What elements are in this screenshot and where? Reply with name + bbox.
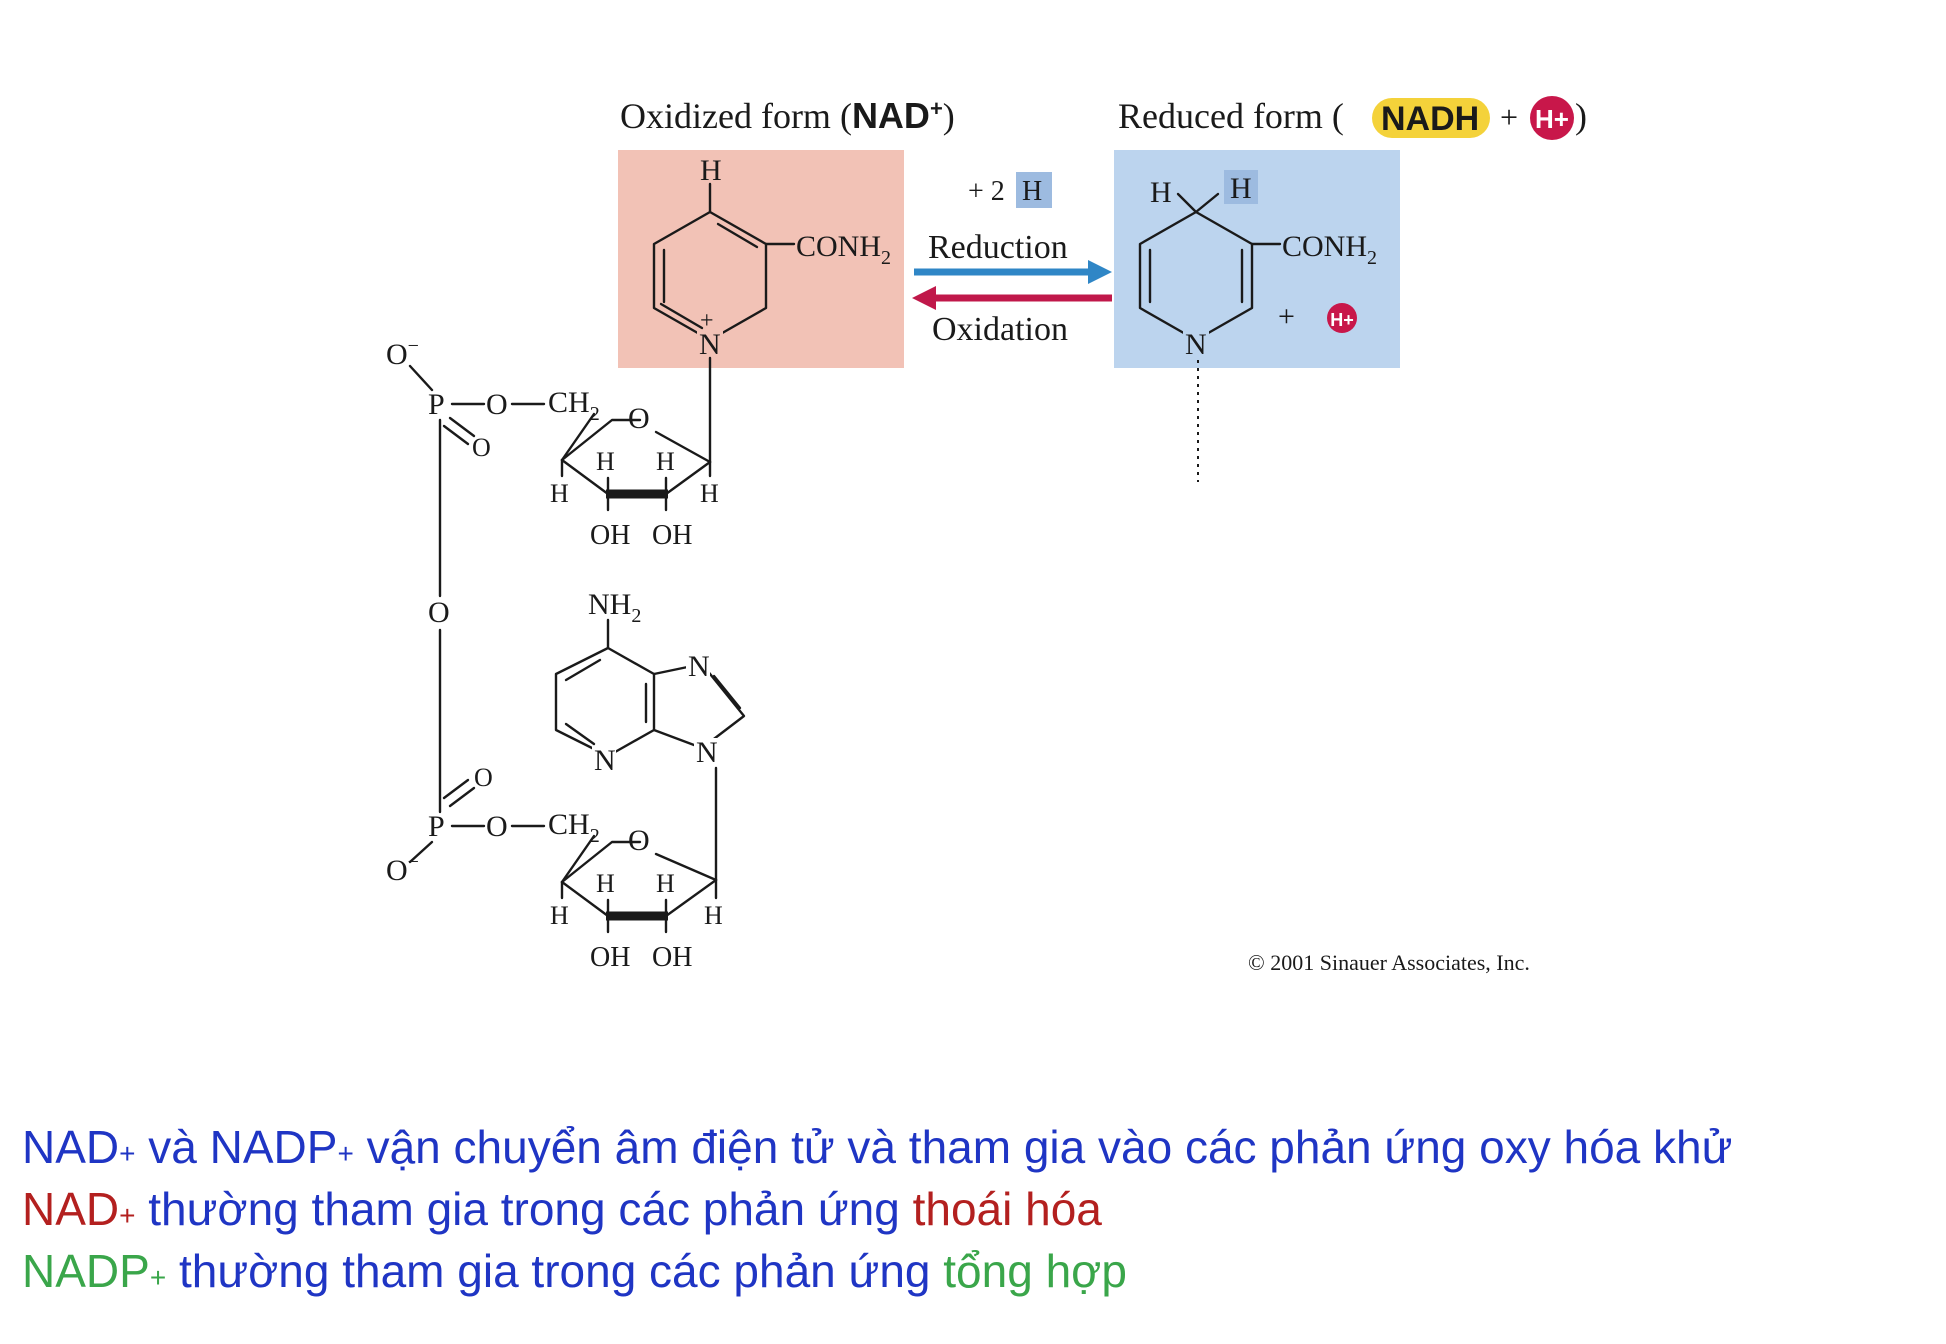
double-bond-oxygen-upper: O: [472, 433, 491, 462]
caption-catabolism: thoái hóa: [912, 1183, 1102, 1235]
atom-n-plus: N: [699, 328, 721, 361]
nadh-label: NADH: [1381, 100, 1479, 138]
reduced-header: Reduced form ( NADH + H+ ): [1118, 96, 1587, 140]
reduced-close: ): [1575, 96, 1587, 136]
hydrogen-add-label: + 2: [968, 176, 1005, 207]
ribose-lower: O H H H H OH OH CH2: [548, 808, 723, 973]
atom-h: H: [550, 901, 569, 930]
ch2-upper: CH2: [548, 386, 600, 425]
oxygen-minus-lower: O−: [386, 851, 419, 887]
ring-oxygen-lower: O: [628, 824, 650, 857]
nad-charge: +: [930, 96, 943, 121]
adenine-n9: N: [696, 736, 718, 769]
nadh-highlight: [1372, 98, 1490, 138]
atom-h: H: [700, 154, 722, 187]
atom-h-added: H: [1230, 172, 1252, 205]
adenine-n1: N: [594, 744, 616, 777]
nicotinamide-oxidized: H CONH2 N +: [652, 154, 891, 361]
hydroxyl-right: OH: [652, 520, 692, 551]
phosphorus-lower: P: [428, 810, 445, 843]
bridge-oxygen: O: [428, 596, 450, 629]
oxidized-title: Oxidized form (: [620, 96, 852, 136]
caption-nadp-plus: +: [337, 1138, 354, 1169]
atom-h: H: [656, 869, 675, 898]
atom-h: H: [596, 447, 615, 476]
proton-small-icon: [1327, 303, 1357, 333]
copyright-note: © 2001 Sinauer Associates, Inc.: [1248, 950, 1530, 975]
oxidation-label: Oxidation: [932, 311, 1068, 348]
oxidized-close: ): [943, 96, 955, 136]
nicotinamide-reduced: H H CONH2 N + H+: [1138, 170, 1377, 482]
conh2-label-reduced: CONH2: [1282, 230, 1377, 269]
caption-line-2-middle: thường tham gia trong các phản ứng: [135, 1183, 913, 1235]
caption-nad-plus: +: [119, 1138, 136, 1169]
caption-line-3-middle: thường tham gia trong các phản ứng: [166, 1245, 944, 1297]
hydroxyl-left-lower: OH: [590, 942, 630, 973]
double-bond-oxygen-lower: O: [474, 763, 493, 792]
nitrogen-charge: +: [700, 308, 714, 334]
atom-n-reduced: N: [1185, 328, 1207, 361]
caption-nad-red-plus: +: [119, 1200, 136, 1231]
h-highlight-ring: [1224, 170, 1258, 204]
hydroxyl-left: OH: [590, 520, 630, 551]
nad-label: NAD: [852, 95, 930, 136]
adenine-n7: N: [688, 650, 710, 683]
reduction-arrowhead: [1088, 260, 1112, 284]
svg-text:Oxidized form (NAD+): Oxidized form (NAD+): [620, 95, 955, 136]
caption-nadp-green: NADP: [22, 1245, 150, 1297]
reduction-label: Reduction: [928, 229, 1068, 266]
oxidized-box: [618, 150, 904, 368]
caption-line-1-rest: vận chuyển âm điện tử và tham gia vào cá…: [353, 1121, 1733, 1173]
atom-h: H: [550, 479, 569, 508]
reduced-title: Reduced form (: [1118, 96, 1344, 136]
atom-h-left: H: [1150, 176, 1172, 209]
proton-icon: [1530, 96, 1574, 140]
ribose-upper: O H H H H OH OH CH2: [548, 356, 719, 551]
proton-label: H+: [1535, 104, 1569, 134]
conh2-label: CONH2: [796, 230, 891, 269]
reduced-plus: +: [1500, 99, 1518, 135]
atom-h: H: [596, 869, 615, 898]
caption-nad: NAD: [22, 1121, 120, 1173]
ch2-lower: CH2: [548, 808, 600, 847]
atom-h: H: [700, 479, 719, 508]
proton-plus: +: [1278, 300, 1295, 333]
oxidized-header: Oxidized form (NAD+): [620, 95, 955, 136]
caption-line-2: NAD+ thường tham gia trong các phản ứng …: [22, 1178, 1102, 1247]
h-highlight: [1016, 172, 1052, 208]
caption-and-nadp: và NADP: [135, 1121, 338, 1173]
hydrogen-symbol: H: [1022, 176, 1042, 207]
phosphate-upper: O− P O O: [386, 335, 546, 598]
ring-oxygen: O: [628, 402, 650, 435]
bridge-oxygen-upper: O: [486, 388, 508, 421]
atom-h: H: [704, 901, 723, 930]
atom-h: H: [656, 447, 675, 476]
caption-nadp-green-plus: +: [149, 1262, 167, 1293]
oxidation-arrowhead: [912, 286, 936, 310]
adenine: NH2 N N N: [554, 588, 746, 882]
phosphorus-upper: P: [428, 388, 445, 421]
caption-anabolism: tổng hợp: [943, 1245, 1127, 1297]
amino-group: NH2: [588, 588, 641, 627]
caption-line-3: NADP+ thường tham gia trong các phản ứng…: [22, 1240, 1127, 1309]
hydroxyl-right-lower: OH: [652, 942, 692, 973]
oxygen-minus-upper: O−: [386, 335, 419, 371]
caption-line-1: NAD+ và NADP+ vận chuyển âm điện tử và t…: [22, 1116, 1732, 1185]
reaction-arrows: + 2 H Reduction Oxidation: [912, 172, 1112, 348]
caption-nad-red: NAD: [22, 1183, 120, 1235]
phosphate-lower: O P O O−: [386, 763, 546, 887]
proton-small-label: H+: [1330, 310, 1354, 330]
bridge-oxygen-lower: O: [486, 810, 508, 843]
